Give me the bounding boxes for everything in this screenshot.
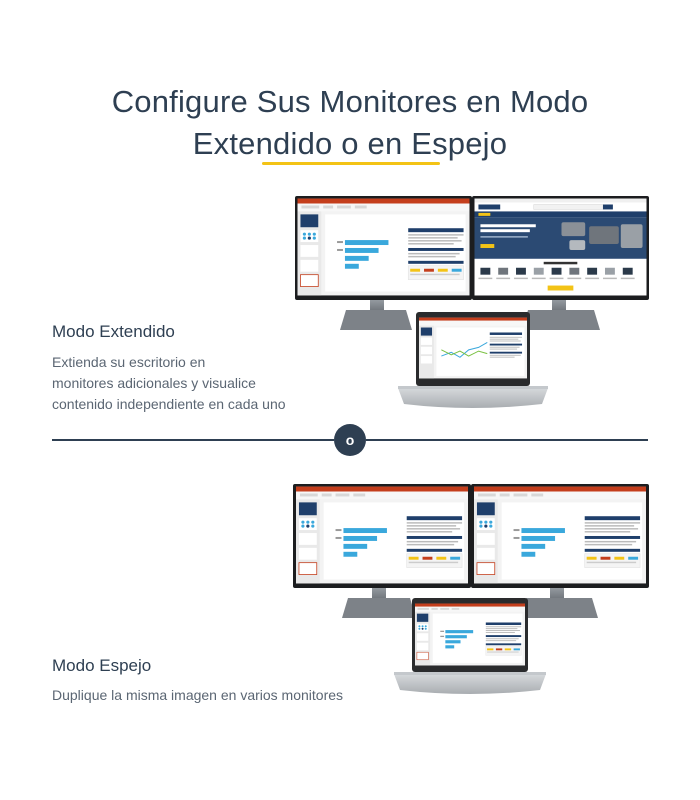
heading-line-1: Configure Sus Monitores en Modo [111, 84, 589, 119]
extended-desc-line: Extienda su escritorio en [52, 354, 206, 370]
extended-mode-title: Modo Extendido [52, 322, 175, 341]
extended-desc-line: monitores adicionales y visualice [52, 375, 256, 391]
extended-illustration [295, 196, 649, 408]
mirror-desc-line: Duplique la misma imagen en varios monit… [52, 687, 344, 703]
heading-underline [262, 162, 440, 165]
separator-line-right [366, 439, 648, 441]
website-screen [474, 198, 647, 296]
extended-mode-description: Extienda su escritorio en monitores adic… [52, 352, 322, 415]
powerpoint-screen [297, 198, 470, 296]
mirror-mode-title: Modo Espejo [52, 656, 152, 675]
mirror-illustration [293, 484, 649, 694]
extended-desc-line: contenido independiente en cada uno [52, 396, 286, 412]
heading-line-2: Extendido o en Espejo [192, 126, 508, 161]
separator-line-left [52, 439, 334, 441]
laptop-chart-screen [419, 317, 527, 379]
mirror-mode-description: Duplique la misma imagen en varios monit… [52, 685, 372, 706]
separator-or-badge: o [334, 424, 366, 456]
